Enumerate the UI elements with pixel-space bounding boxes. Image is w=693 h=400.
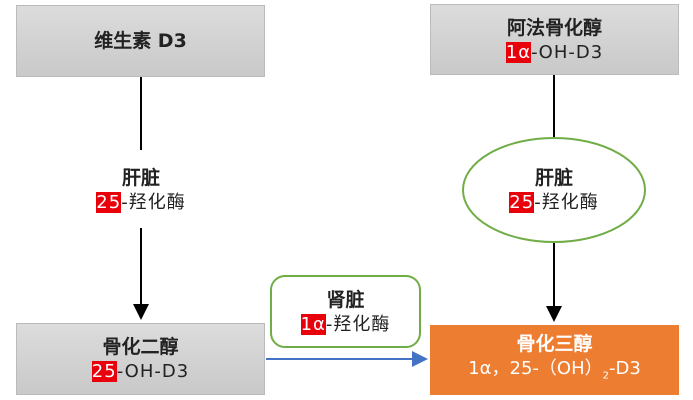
liver-enzyme-left: 肝脏 25-羟化酶	[60, 155, 222, 225]
vitamin-d3-box: 维生素 D3	[16, 5, 265, 77]
alfacalcidol-box: 阿法骨化醇 1α-OH-D3	[430, 4, 679, 75]
calcifediol-box: 骨化二醇 25-OH-D3	[16, 323, 265, 395]
liver-ellipse	[462, 137, 646, 243]
alfacalcidol-title: 阿法骨化醇	[506, 16, 602, 39]
liver-enzyme-right: 肝脏 25-羟化酶	[509, 167, 599, 213]
vitamin-d3-title: 维生素 D3	[94, 30, 187, 52]
calcifediol-formula: 25-OH-D3	[91, 361, 190, 382]
calcitriol-formula: 1α，25-（OH）2-D3	[468, 358, 641, 382]
calcifediol-title: 骨化二醇	[102, 336, 179, 358]
calcitriol-box: 骨化三醇 1α，25-（OH）2-D3	[430, 325, 679, 395]
calcitriol-title: 骨化三醇	[516, 333, 593, 356]
kidney-enzyme: 肾脏 1α-羟化酶	[300, 288, 391, 335]
alfacalcidol-formula: 1α-OH-D3	[505, 41, 604, 63]
